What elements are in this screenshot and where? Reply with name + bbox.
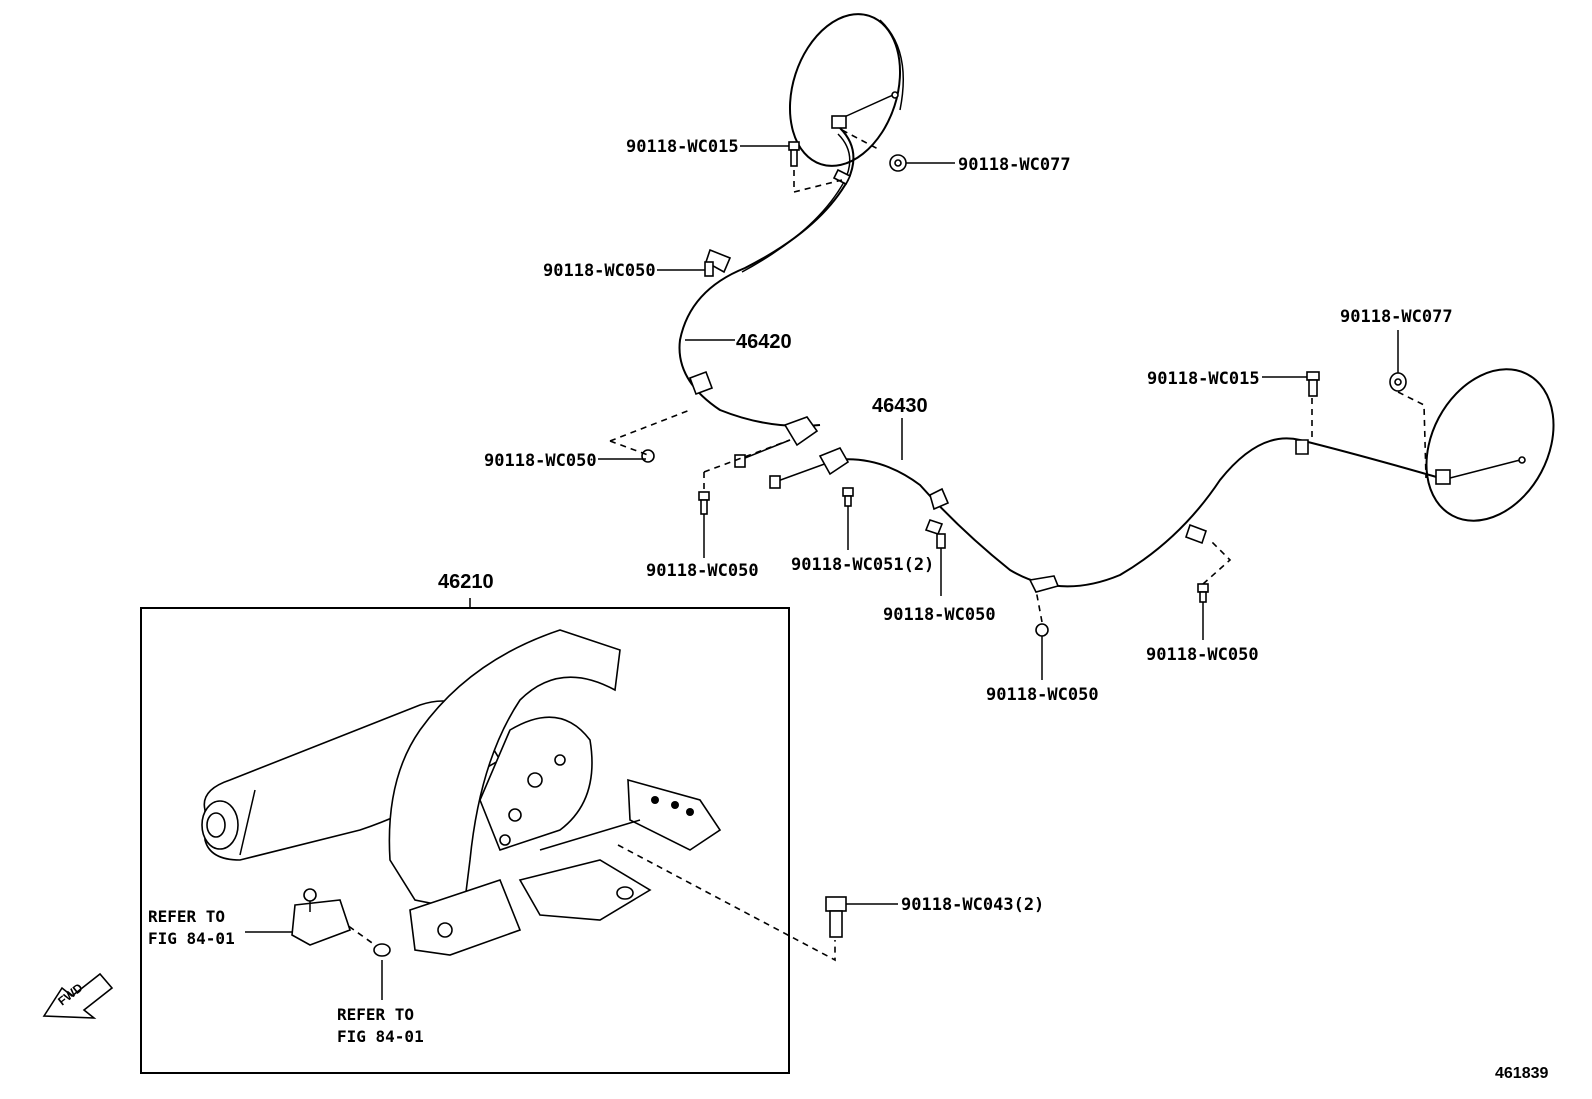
reference-1-line2: FIG 84-01 bbox=[148, 929, 235, 948]
assembly-guide-lines bbox=[339, 129, 1427, 962]
fwd-arrow-icon: FWD bbox=[42, 972, 114, 1019]
parking-brake-cable-46430 bbox=[769, 437, 1441, 593]
brake-backing-plate-right bbox=[1425, 368, 1555, 522]
parking-brake-cable-46420 bbox=[678, 127, 855, 468]
callout-bolt-wc015-right: 90118-WC015 bbox=[1147, 369, 1260, 389]
callout-bolt-wc050-mid: 90118-WC050 bbox=[484, 451, 597, 471]
brake-backing-plate-left bbox=[788, 13, 905, 167]
parking-brake-lever bbox=[201, 629, 722, 957]
reference-1-line1: REFER TO bbox=[148, 907, 225, 926]
part-number-46210: 46210 bbox=[438, 571, 494, 593]
callout-bolt-wc050-center: 90118-WC050 bbox=[646, 561, 759, 581]
figure-id: 461839 bbox=[1495, 1065, 1548, 1082]
callout-bolt-wc015-left: 90118-WC015 bbox=[626, 137, 739, 157]
reference-2-line2: FIG 84-01 bbox=[337, 1027, 424, 1046]
fasteners bbox=[641, 141, 1407, 938]
lever-assembly-box bbox=[140, 607, 790, 1074]
callout-bolt-wc050-upper: 90118-WC050 bbox=[543, 261, 656, 281]
leader-lines bbox=[245, 145, 1399, 1000]
callout-bolt-wc050-right3: 90118-WC050 bbox=[1146, 645, 1259, 665]
callout-bolt-wc050-right1: 90118-WC050 bbox=[883, 605, 996, 625]
callout-bolt-wc051: 90118-WC051(2) bbox=[791, 555, 934, 575]
callout-bolt-wc043: 90118-WC043(2) bbox=[901, 895, 1044, 915]
part-number-46420: 46420 bbox=[736, 331, 792, 353]
callout-nut-wc077-right: 90118-WC077 bbox=[1340, 307, 1453, 327]
callout-bolt-wc050-right2: 90118-WC050 bbox=[986, 685, 1099, 705]
callout-nut-wc077-left: 90118-WC077 bbox=[958, 155, 1071, 175]
part-number-46430: 46430 bbox=[872, 395, 928, 417]
reference-2-line1: REFER TO bbox=[337, 1005, 414, 1024]
